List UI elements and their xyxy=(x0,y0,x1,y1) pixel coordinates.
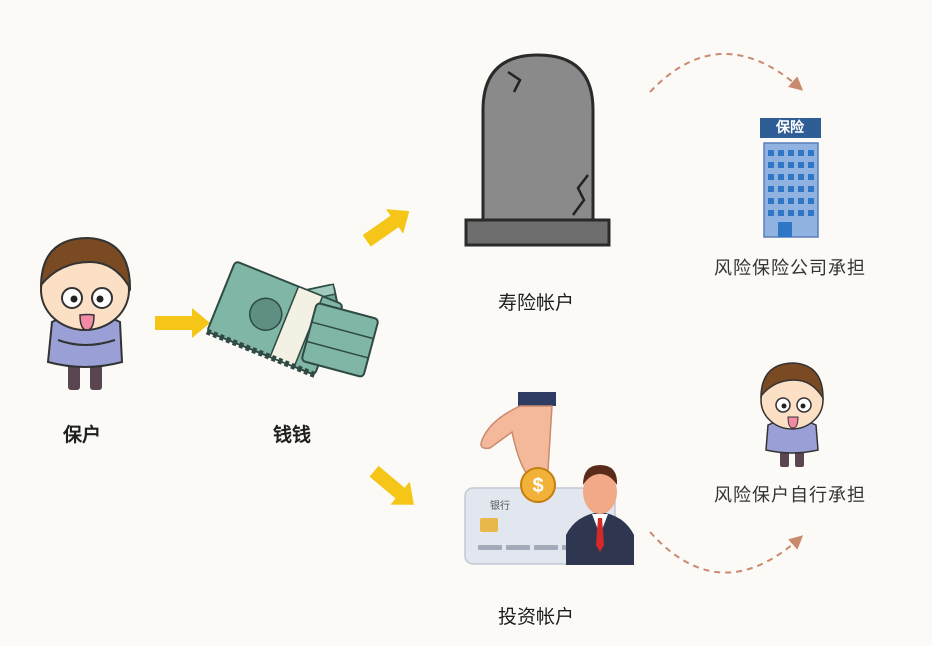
label-money: 钱钱 xyxy=(272,424,312,446)
building-window xyxy=(778,186,784,192)
label-life-account: 寿险帐户 xyxy=(497,292,575,314)
building-window xyxy=(808,150,814,156)
dashed-arrow-to-holder xyxy=(649,531,804,574)
building-window xyxy=(768,174,774,180)
building-window xyxy=(768,150,774,156)
building-sign: 保险 xyxy=(776,120,804,136)
building-window xyxy=(768,210,774,216)
money-stack-icon xyxy=(205,261,379,378)
building-window xyxy=(798,186,804,192)
building-window xyxy=(808,210,814,216)
building-window xyxy=(788,198,794,204)
building-window xyxy=(808,174,814,180)
arrow-money-to-investment xyxy=(369,465,414,505)
label-investment-account: 投资帐户 xyxy=(497,606,575,628)
building-window xyxy=(798,150,804,156)
building-window xyxy=(808,162,814,168)
card-bank-text: 银行 xyxy=(490,501,510,512)
policyholder-small-icon xyxy=(760,362,824,467)
building-window xyxy=(778,174,784,180)
building-window xyxy=(788,210,794,216)
svg-text:$: $ xyxy=(532,475,543,497)
building-window xyxy=(768,162,774,168)
coin-icon: $ xyxy=(520,467,556,503)
businessman-icon xyxy=(566,465,634,565)
building-window xyxy=(788,186,794,192)
building-window xyxy=(778,210,784,216)
building-window xyxy=(808,186,814,192)
building-window xyxy=(788,150,794,156)
building-windows xyxy=(768,150,814,216)
building-window xyxy=(788,162,794,168)
building-window xyxy=(778,150,784,156)
building-window xyxy=(798,174,804,180)
arrow-holder-to-money xyxy=(155,308,210,338)
label-holder-bears: 风险保户自行承担 xyxy=(714,485,866,506)
label-insurer-bears: 风险保险公司承担 xyxy=(714,258,866,279)
building-window xyxy=(798,210,804,216)
arrow-money-to-life xyxy=(362,209,410,247)
building-window xyxy=(788,174,794,180)
building-window xyxy=(808,198,814,204)
tombstone-icon xyxy=(464,53,611,247)
building-window xyxy=(778,162,784,168)
label-policyholder: 保户 xyxy=(62,424,102,446)
building-window xyxy=(798,198,804,204)
building-window xyxy=(768,186,774,192)
building-window xyxy=(778,198,784,204)
policyholder-icon xyxy=(39,236,132,390)
building-window xyxy=(798,162,804,168)
hand-icon xyxy=(480,392,556,482)
dashed-arrow-to-insurer xyxy=(649,53,804,93)
building-window xyxy=(768,198,774,204)
